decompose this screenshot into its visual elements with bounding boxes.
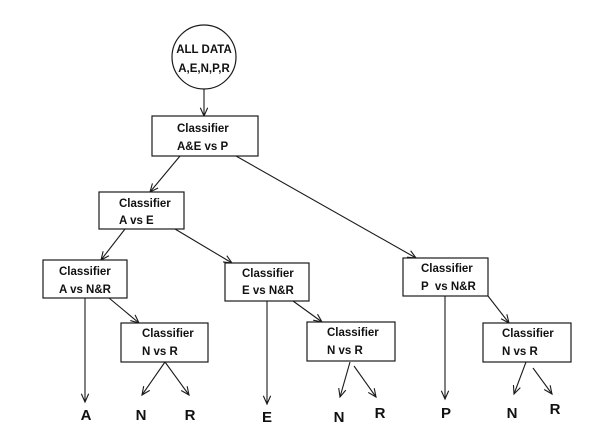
arrowhead-icon [367, 388, 377, 399]
classifier-node-n-vs-r-middle: Classifier N vs R [306, 321, 396, 362]
classifier-title: Classifier [502, 328, 554, 340]
edge-line [487, 295, 510, 324]
arrowhead-icon [141, 386, 150, 397]
classifier-box [120, 322, 209, 363]
leaf-label-r: R [375, 405, 386, 422]
edge-line [292, 300, 323, 323]
edge-arrow-p_vs_nr-to-leaf_p [440, 296, 450, 401]
classifier-task: N vs R [327, 345, 363, 357]
edge-arrow-a_vs_nr-to-leaf_a [80, 298, 90, 404]
edge-line [100, 228, 126, 261]
classifier-node-n-vs-r-left: Classifier N vs R [120, 322, 209, 363]
edge-arrow-nr_mid-to-leaf_r2 [353, 365, 377, 399]
classifier-title: Classifier [327, 327, 379, 339]
root-label-line2: A,E,N,P,R [178, 63, 230, 75]
classifier-node-p-vs-nr: Classifier P vs N&R [402, 257, 489, 297]
classifier-node-a-vs-nr: Classifier A vs N&R [42, 259, 128, 299]
classifier-task: N vs R [142, 346, 178, 358]
edge-line [149, 155, 181, 193]
root-circle [171, 24, 237, 90]
classifier-node-a-vs-e: Classifier A vs E [98, 191, 185, 230]
arrowhead-icon [262, 395, 272, 406]
edge-arrow-ae_vs_p-to-p_vs_nr [235, 155, 418, 259]
classifier-task: A vs N&R [59, 284, 112, 296]
root-node: ALL DATA A,E,N,P,R [171, 24, 237, 90]
edge-arrow-nr_left-to-leaf_n1 [141, 361, 166, 397]
arrowhead-icon [222, 255, 234, 264]
edge-line [235, 155, 417, 259]
classifier-task: A vs E [119, 215, 154, 227]
arrowhead-icon [180, 386, 190, 397]
arrowhead-icon [512, 384, 521, 396]
classifier-box [151, 115, 259, 157]
classifier-box [402, 257, 489, 297]
classifier-title: Classifier [242, 268, 294, 280]
edge-line [164, 361, 190, 396]
classifier-title: Classifier [177, 123, 229, 135]
classifier-node-e-vs-nr: Classifier E vs N&R [224, 262, 310, 302]
classifier-title: Classifier [421, 263, 473, 275]
leaf-label-e: E [262, 409, 272, 426]
classifier-box [98, 191, 185, 230]
leaf-label-n: N [136, 407, 147, 424]
edge-line [108, 297, 140, 324]
leaf-label-n: N [507, 405, 518, 422]
edge-arrow-a_vs_e-to-e_vs_nr [174, 228, 234, 264]
edge-arrow-a_vs_nr-to-nr_left [108, 297, 141, 324]
classifier-box [224, 262, 310, 302]
classifier-box [306, 321, 396, 362]
classifier-box [482, 322, 572, 363]
leaf-label-p: P [441, 405, 451, 422]
leaf-label-a: A [81, 407, 92, 424]
arrowhead-icon [406, 250, 418, 259]
edge-line [174, 228, 233, 264]
classifier-title: Classifier [59, 266, 111, 278]
classifier-task: P vs N&R [421, 281, 476, 293]
edge-arrow-nr_right-to-leaf_n3 [512, 361, 527, 396]
edge-line [532, 367, 553, 395]
edge-arrow-nr_left-to-leaf_r1 [164, 361, 190, 397]
classifier-box [42, 259, 128, 299]
edge-line [353, 365, 377, 398]
leaf-label-r: R [185, 407, 196, 424]
classifier-task: N vs R [502, 346, 538, 358]
classifier-title: Classifier [119, 198, 171, 210]
classifier-title: Classifier [142, 328, 194, 340]
leaf-label-n: N [334, 409, 345, 426]
edge-arrow-e_vs_nr-to-leaf_e [262, 301, 272, 406]
edge-line [513, 361, 527, 395]
edge-arrow-nr_mid-to-leaf_n2 [338, 361, 351, 399]
arrowhead-icon [440, 390, 450, 401]
edge-arrow-a_vs_e-to-a_vs_nr [100, 228, 126, 262]
root-label-line1: ALL DATA [176, 44, 232, 56]
edge-arrow-e_vs_nr-to-nr_mid [292, 300, 324, 323]
edge-line [141, 361, 166, 396]
edge-arrow-ae_vs_p-to-a_vs_e [149, 155, 181, 194]
classifier-task: A&E vs P [177, 141, 228, 153]
arrowhead-icon [543, 385, 553, 396]
edge-arrow-nr_right-to-leaf_r3 [532, 367, 553, 396]
edge-line [339, 361, 351, 398]
arrowhead-icon [338, 388, 347, 399]
classifier-node-ae-vs-p: Classifier A&E vs P [151, 115, 259, 157]
leaf-label-r: R [550, 401, 561, 418]
edge-arrow-root-to-ae_vs_p [199, 89, 209, 118]
classifier-task: E vs N&R [242, 285, 294, 297]
edge-arrow-p_vs_nr-to-nr_right [487, 295, 510, 325]
classifier-node-n-vs-r-right: Classifier N vs R [482, 322, 572, 363]
arrowhead-icon [80, 393, 90, 404]
